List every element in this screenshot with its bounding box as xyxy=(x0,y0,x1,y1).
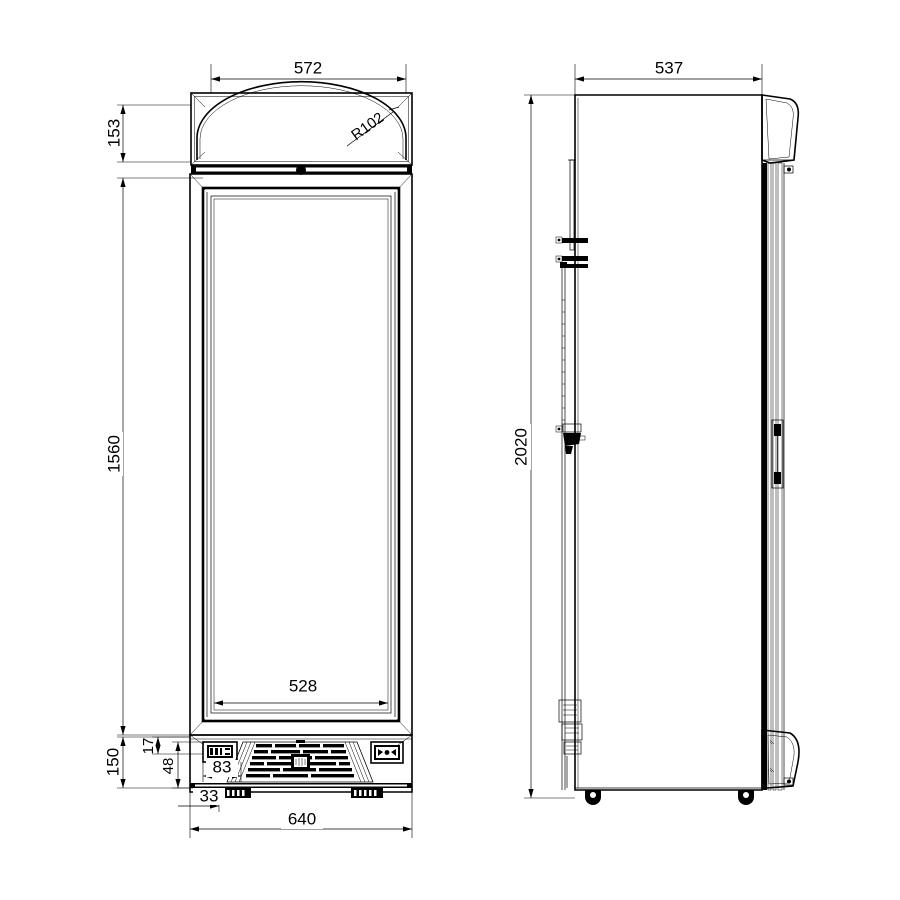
dim-overall-width: 640 xyxy=(189,792,413,838)
side-elevation: 537 2020 xyxy=(511,58,800,805)
dim-label-572: 572 xyxy=(294,58,322,77)
dim-label-528: 528 xyxy=(289,676,317,695)
door-lock[interactable] xyxy=(296,165,306,175)
digital-controller-display[interactable] xyxy=(202,741,238,763)
side-base-rail xyxy=(575,787,762,791)
dim-plinth-height: 17 xyxy=(140,736,203,755)
door-handle[interactable] xyxy=(771,419,784,489)
upper-rear-panel xyxy=(568,159,576,251)
glass-door-panel xyxy=(189,173,413,736)
dim-label-48: 48 xyxy=(160,758,177,775)
shelf-bracket-mid xyxy=(555,255,588,268)
shelf-bracket-upper xyxy=(555,236,588,244)
dim-label-1560: 1560 xyxy=(104,435,123,473)
dim-label-640: 640 xyxy=(288,809,316,828)
dim-label-153: 153 xyxy=(104,119,123,147)
dim-glass-width: 528 xyxy=(214,676,388,706)
ventilation-grille xyxy=(226,740,374,783)
dim-canopy-height: 153 xyxy=(104,104,191,163)
dim-label-17: 17 xyxy=(140,738,157,755)
right-vent-module xyxy=(370,741,404,764)
caster-rear xyxy=(585,790,601,805)
condenser-coil-stack xyxy=(558,699,583,788)
rear-shelf-rail xyxy=(560,262,567,790)
dim-grille-height: 48 xyxy=(160,741,203,789)
dim-overall-depth: 537 xyxy=(574,58,763,95)
canopy-arc xyxy=(196,80,407,160)
dim-label-2020: 2020 xyxy=(511,428,530,466)
compressor-access-panel xyxy=(555,423,586,454)
door-hinge-top xyxy=(783,165,794,174)
dim-label-150: 150 xyxy=(103,748,122,776)
dim-display-offset: 83 xyxy=(202,757,242,782)
dim-label-537: 537 xyxy=(655,58,683,77)
dim-overall-height: 2020 xyxy=(511,94,575,799)
kick-cover xyxy=(761,729,800,789)
cabinet-body xyxy=(574,94,763,791)
dim-canopy-width: 572 xyxy=(210,58,407,93)
grille-badge xyxy=(291,754,310,770)
door-hinge-bottom xyxy=(783,777,794,786)
dim-label-83: 83 xyxy=(213,757,232,776)
caster-right xyxy=(351,788,383,798)
dim-label-33: 33 xyxy=(200,786,219,805)
front-elevation: R102 xyxy=(103,58,413,838)
canopy-radius-callout: R102 xyxy=(346,106,400,147)
dim-foot-offset: 33 xyxy=(178,786,225,812)
caster-front xyxy=(738,790,754,805)
canopy-header xyxy=(761,94,800,164)
radius-label: R102 xyxy=(348,109,387,144)
dim-door-height: 1560 xyxy=(104,177,203,736)
